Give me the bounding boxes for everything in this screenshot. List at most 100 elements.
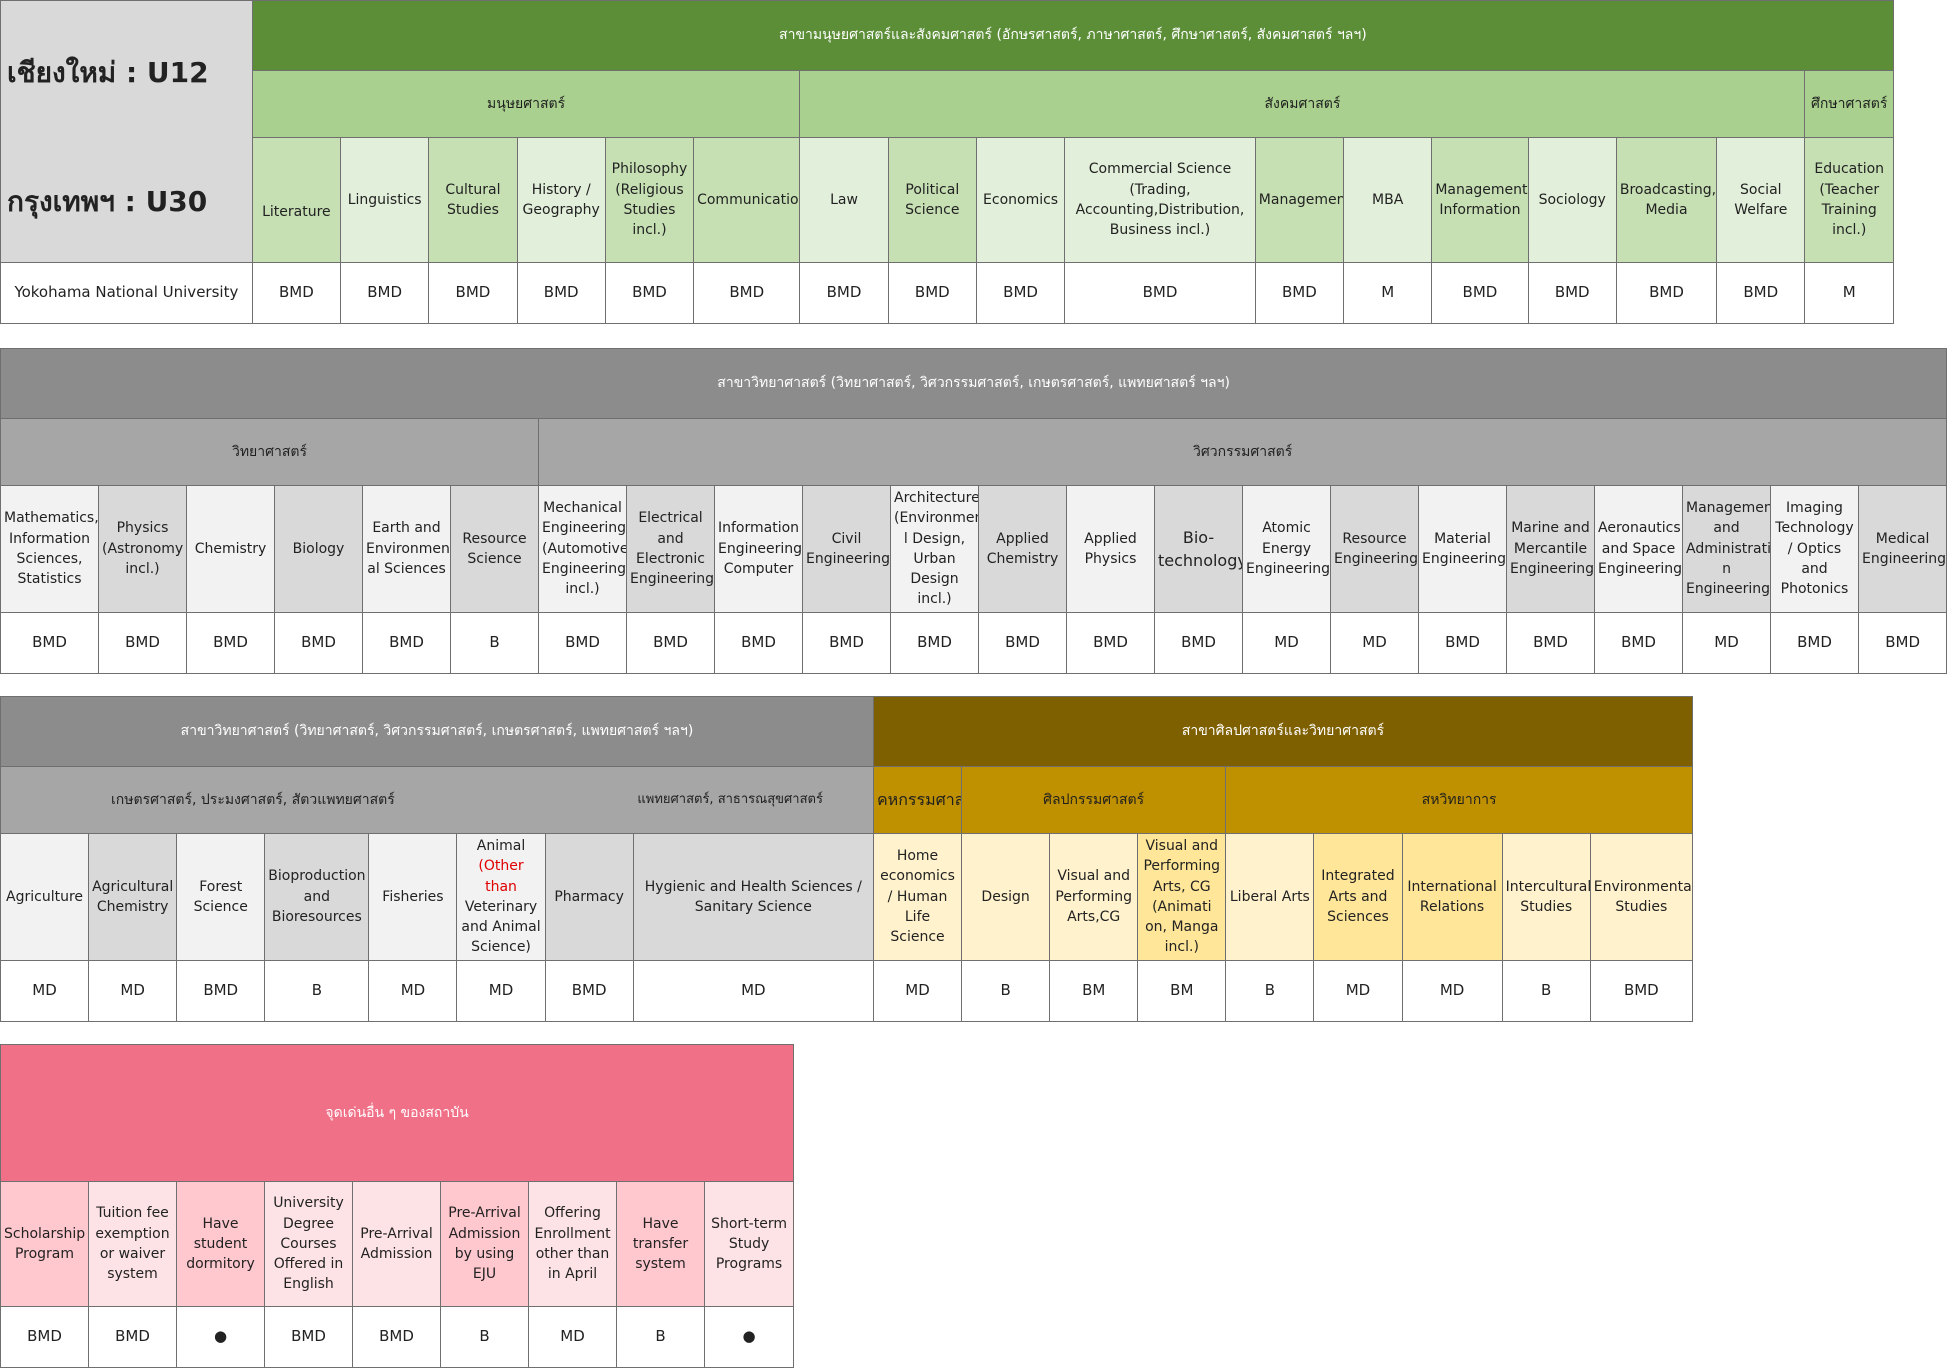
- column-header: Fisheries: [368, 833, 458, 961]
- column-header: Aeronautics and Space Engineering: [1594, 485, 1683, 613]
- campus-code-corner: เชียงใหม่ : U12 กรุงเทพฯ : U30: [0, 0, 253, 263]
- column-header: Environmental Studies: [1589, 833, 1694, 961]
- value-cell: BMD: [604, 262, 695, 324]
- value-cell: BMD: [538, 611, 627, 674]
- column-header: Bio-technology: [1154, 485, 1243, 613]
- value-cell: BMD: [264, 1306, 353, 1368]
- column-header: Linguistics: [340, 137, 430, 263]
- column-header: Chemistry: [186, 485, 275, 613]
- column-header: Electrical and Electronic Engineering: [626, 485, 715, 613]
- column-header: Agriculture: [0, 833, 90, 961]
- column-header: Resource Science: [450, 485, 539, 613]
- column-header: Architecture (Environmenta l Design, Urb…: [890, 485, 979, 613]
- value-cell: BMD: [714, 611, 803, 674]
- value-cell: BMD: [1418, 611, 1507, 674]
- value-cell: BMD: [1064, 262, 1256, 324]
- value-cell: MD: [88, 959, 178, 1022]
- value-cell: BMD: [428, 262, 518, 324]
- value-cell: BMD: [88, 1306, 177, 1368]
- group-humanities: มนุษยศาสตร์: [251, 70, 801, 138]
- value-cell: MD: [1330, 611, 1419, 674]
- column-header: Integrated Arts and Sciences: [1313, 833, 1403, 961]
- value-cell: BMD: [1527, 262, 1617, 324]
- university-name: Yokohama National University: [0, 262, 253, 324]
- column-header: Offering Enrollment other than in April: [528, 1181, 617, 1307]
- value-cell: B: [264, 959, 370, 1022]
- column-header: Liberal Arts: [1225, 833, 1315, 961]
- column-header: Earth and Environment al Sciences: [362, 485, 451, 613]
- value-cell: MD: [368, 959, 458, 1022]
- column-header: Civil Engineering: [802, 485, 891, 613]
- column-header: International Relations: [1401, 833, 1503, 961]
- value-cell: BMD: [975, 262, 1066, 324]
- value-cell: BMD: [1506, 611, 1595, 674]
- value-cell: BMD: [186, 611, 275, 674]
- value-cell: BMD: [1716, 262, 1806, 324]
- group-science: วิทยาศาสตร์: [0, 418, 539, 486]
- column-header: Management: [1254, 137, 1345, 263]
- group-education: ศึกษาศาสตร์: [1804, 70, 1894, 138]
- value-cell: BMD: [98, 611, 187, 674]
- value-cell: M: [1804, 262, 1894, 324]
- value-cell: BMD: [1254, 262, 1345, 324]
- column-header: University Degree Courses Offered in Eng…: [264, 1181, 353, 1307]
- value-cell: BMD: [176, 959, 266, 1022]
- column-header: Atomic Energy Engineering: [1242, 485, 1331, 613]
- group-agriculture: เกษตรศาสตร์, ประมงศาสตร์, สัตวแพทยศาสตร์: [111, 791, 395, 808]
- column-header: Imaging Technology / Optics and Photonic…: [1770, 485, 1859, 613]
- science-banner: สาขาวิทยาศาสตร์ (วิทยาศาสตร์, วิศวกรรมศา…: [0, 348, 1948, 419]
- value-cell: BMD: [516, 262, 606, 324]
- column-header: Biology: [274, 485, 363, 613]
- value-cell: BMD: [978, 611, 1067, 674]
- animal-science-exception: (Other than: [478, 858, 524, 895]
- animal-science-line2: Veterinary and Animal Science): [461, 898, 541, 956]
- short-term-dot: ●: [703, 1306, 795, 1368]
- value-cell: BMD: [0, 1306, 89, 1368]
- column-header: Medical Engineering: [1857, 485, 1948, 613]
- group-engineering: วิศวกรรมศาสตร์: [537, 418, 1948, 486]
- value-cell: BMD: [890, 611, 979, 674]
- value-cell: BMD: [693, 262, 801, 324]
- column-header: Information Engineering, Computer: [714, 485, 803, 613]
- column-header: Agricultural Chemistry: [88, 833, 178, 961]
- column-header: Communication: [693, 137, 801, 263]
- value-cell: BMD: [544, 959, 634, 1022]
- value-cell: BMD: [251, 262, 342, 324]
- value-cell: BMD: [626, 611, 715, 674]
- column-header: Pre-Arrival Admission by using EJU: [440, 1181, 529, 1307]
- column-header: Pharmacy: [544, 833, 634, 961]
- column-header: Material Engineering: [1418, 485, 1507, 613]
- column-header: Economics: [975, 137, 1066, 263]
- science-engineering-table: สาขาวิทยาศาสตร์ (วิทยาศาสตร์, วิศวกรรมศา…: [0, 348, 1948, 674]
- value-cell: MD: [632, 959, 874, 1022]
- column-header: Bioproduction and Bioresources: [264, 833, 370, 961]
- column-header: Management Information: [1431, 137, 1529, 263]
- value-cell: B: [1501, 959, 1591, 1022]
- column-header: Cultural Studies: [428, 137, 518, 263]
- corner-bangkok-code: กรุงเทพฯ : U30: [7, 184, 208, 218]
- value-cell: BMD: [1589, 959, 1694, 1022]
- value-cell: MD: [872, 959, 963, 1022]
- column-header: Scholarship Program: [0, 1181, 89, 1307]
- value-cell: BMD: [1154, 611, 1243, 674]
- column-header: Applied Physics: [1066, 485, 1155, 613]
- value-cell: BMD: [887, 262, 977, 324]
- value-cell: BMD: [802, 611, 891, 674]
- value-cell: BMD: [1431, 262, 1529, 324]
- column-header: MBA: [1343, 137, 1433, 263]
- group-medicine: แพทยศาสตร์, สาธารณสุขศาสตร์: [637, 791, 823, 807]
- column-header: Home economics / Human Life Science: [872, 833, 963, 961]
- column-header: Mechanical Engineering (Automotive, Engi…: [538, 485, 627, 613]
- value-cell: B: [440, 1306, 529, 1368]
- value-cell: BMD: [1857, 611, 1948, 674]
- column-header-animal-science: Animal (Other than Veterinary and Animal…: [456, 833, 546, 961]
- agri-med-arts-table: สาขาวิทยาศาสตร์ (วิทยาศาสตร์, วิศวกรรมศา…: [0, 696, 1694, 1022]
- column-header: Tuition fee exemption or waiver system: [88, 1181, 177, 1307]
- value-cell: MD: [1242, 611, 1331, 674]
- column-header: Forest Science: [176, 833, 266, 961]
- column-header: Have transfer system: [616, 1181, 705, 1307]
- column-header: Sociology: [1527, 137, 1617, 263]
- column-header: Education (Teacher Training incl.): [1804, 137, 1894, 263]
- column-header: Marine and Mercantile Engineering: [1506, 485, 1595, 613]
- value-cell: B: [1225, 959, 1315, 1022]
